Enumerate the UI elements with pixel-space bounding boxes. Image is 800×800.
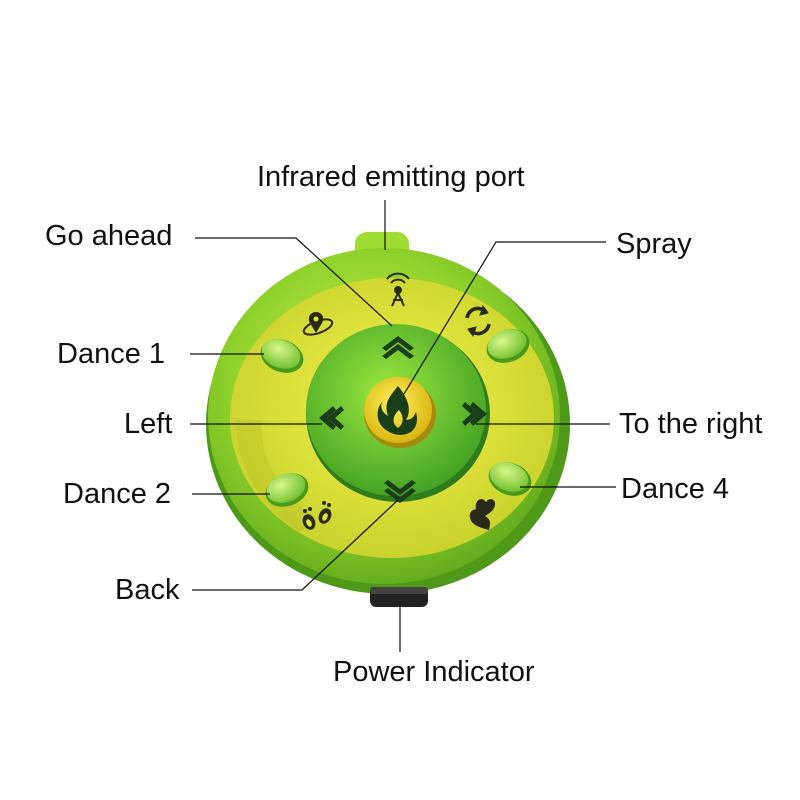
power-indicator-knob (370, 587, 428, 607)
label-to-the-right: To the right (619, 408, 763, 440)
leader-back (192, 499, 399, 591)
leader-lines (190, 200, 616, 652)
dance-3-button[interactable] (482, 323, 534, 368)
right-arrow[interactable] (462, 402, 487, 426)
label-go-ahead: Go ahead (45, 220, 173, 252)
left-arrow[interactable] (319, 406, 344, 430)
flame-icon (377, 386, 418, 435)
back-arrow[interactable] (384, 480, 416, 503)
label-spray: Spray (616, 228, 692, 260)
leader-go-ahead (195, 237, 393, 327)
spray-button[interactable] (364, 377, 436, 448)
hearts-icon (469, 499, 496, 530)
rotate-icon (465, 304, 491, 338)
location-orbit-icon (302, 312, 334, 336)
label-infrared-emitting-port: Infrared emitting port (257, 161, 525, 193)
leader-spray (403, 241, 606, 395)
go-ahead-arrow[interactable] (382, 336, 414, 359)
antenna-icon (386, 272, 410, 307)
label-dance-4: Dance 4 (621, 473, 730, 505)
label-dance-2: Dance 2 (63, 478, 172, 510)
label-power-indicator: Power Indicator (333, 656, 535, 688)
label-dance-1: Dance 1 (57, 338, 166, 370)
footprints-icon (302, 501, 332, 530)
label-back: Back (115, 574, 180, 606)
label-left: Left (124, 408, 173, 440)
dance-2-button[interactable] (261, 467, 313, 512)
dance-1-button[interactable] (256, 333, 308, 378)
